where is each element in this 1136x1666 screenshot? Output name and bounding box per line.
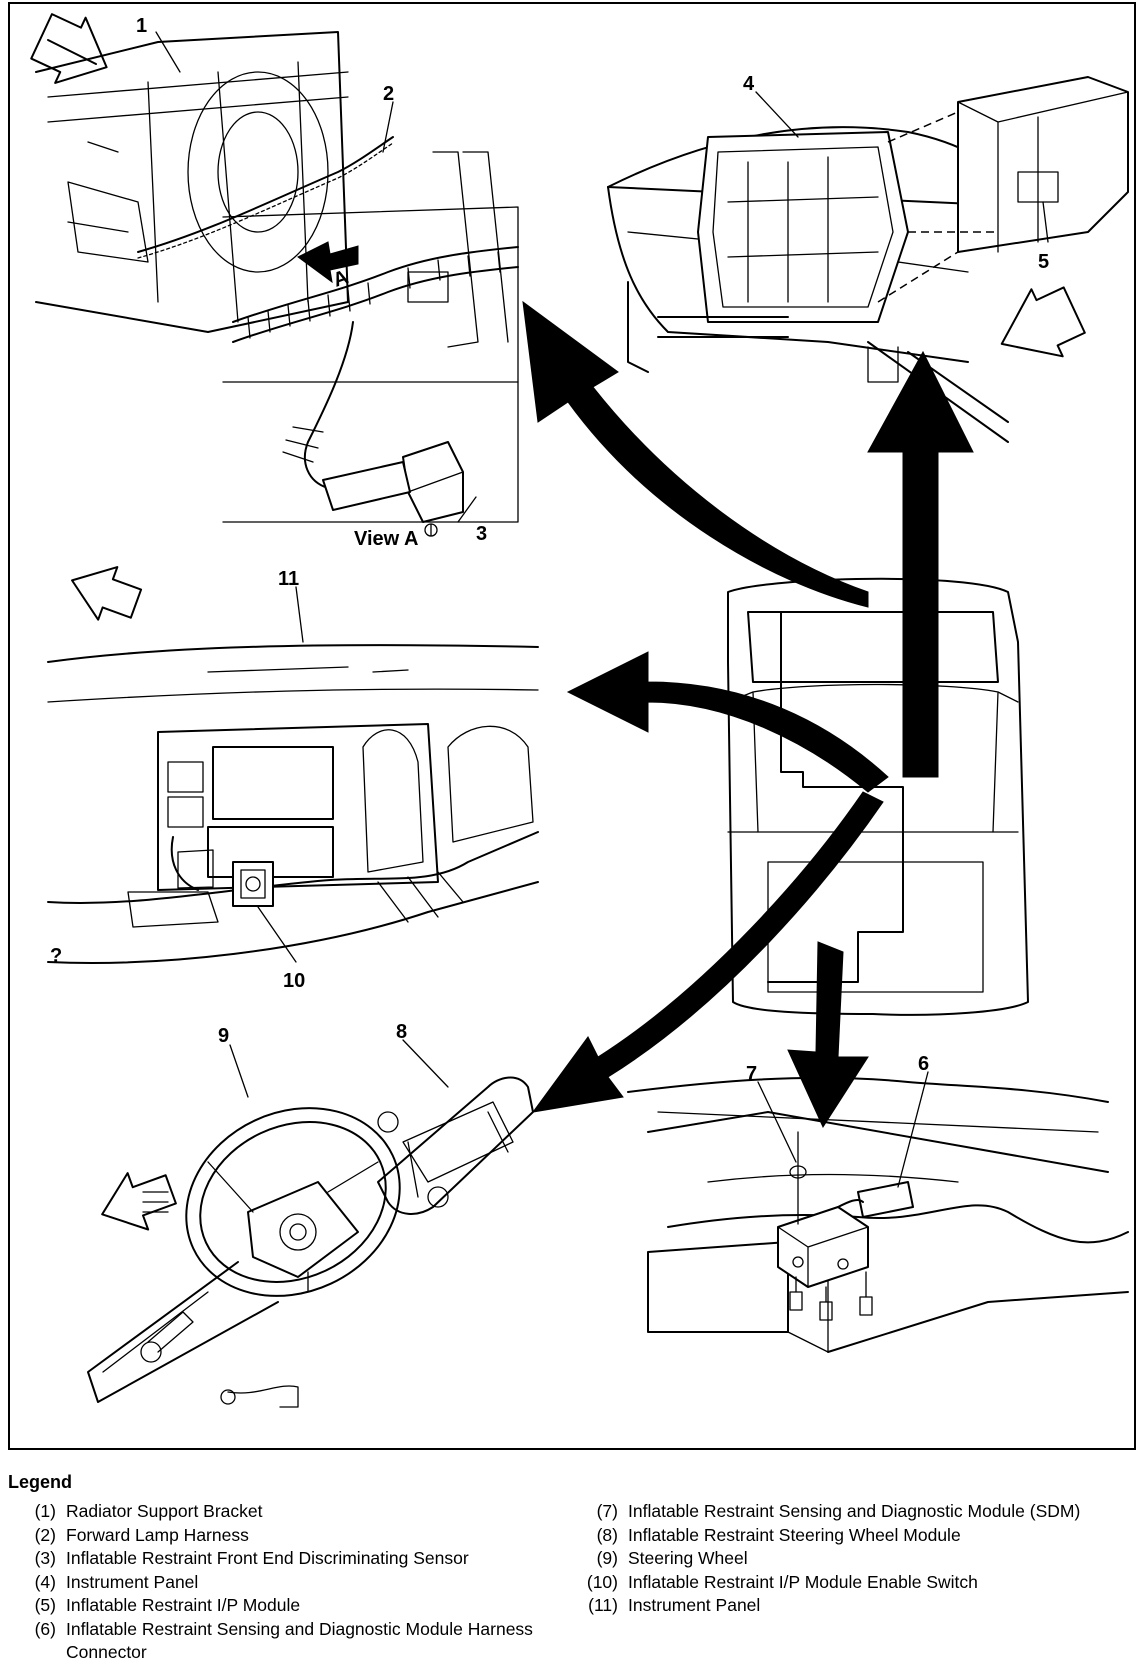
legend-item-number: (10) [586, 1571, 618, 1592]
legend-item-number: (4) [34, 1571, 56, 1592]
callout-9: 9 [218, 1025, 229, 1047]
legend-item: (3) Inflatable Restraint Front End Discri… [16, 1547, 576, 1571]
legend-item-text: Inflatable Restraint I/P Module Enable S… [628, 1571, 978, 1592]
ip-module-view: 4 5 [607, 73, 1129, 443]
legend-item: (9) Steering Wheel [578, 1547, 1128, 1571]
legend-item-number: (8) [596, 1524, 618, 1545]
callout-6: 6 [918, 1053, 929, 1075]
callout-10: 10 [283, 970, 305, 992]
legend-column-left: (1) Radiator Support Bracket (2) Forward L… [16, 1500, 576, 1665]
ip-enable-switch-view: 11 10 ? [47, 566, 539, 992]
view-a-direction-marker: A [297, 241, 359, 292]
legend-item-number: (3) [34, 1548, 56, 1568]
legend-item-number: (5) [34, 1595, 56, 1615]
legend-item: (10) Inflatable Restraint I/P Module Enab… [578, 1571, 1128, 1595]
callout-8: 8 [396, 1021, 407, 1043]
steering-wheel-view: 9 8 [87, 1021, 534, 1408]
location-arrows [522, 300, 974, 1129]
legend-item: (1) Radiator Support Bracket [16, 1500, 576, 1524]
legend-item-text: Inflatable Restraint Front End Discrimin… [66, 1548, 469, 1568]
legend-item-text: Inflatable Restraint I/P Module [66, 1595, 301, 1615]
legend-title: Legend [8, 1472, 73, 1492]
legend-item: (4) Instrument Panel [16, 1571, 576, 1595]
legend-item-number: (7) [596, 1501, 618, 1521]
callout-3: 3 [476, 523, 487, 545]
legend-item-number: (6) [34, 1618, 56, 1639]
callout-2: 2 [383, 83, 394, 105]
legend-item-number: (9) [596, 1548, 618, 1568]
view-a-label: View A [354, 528, 418, 550]
callout-7: 7 [746, 1063, 757, 1085]
legend-item: (2) Forward Lamp Harness [16, 1524, 576, 1548]
airbag-component-locator-figure: 1 2 A View A 3 [8, 2, 1136, 1454]
legend-item-number: (2) [34, 1524, 56, 1545]
view-marker-letter: A [330, 266, 351, 292]
legend-column-right: (7) Inflatable Restraint Sensing and Diag… [578, 1500, 1128, 1618]
legend-item-text: Radiator Support Bracket [66, 1501, 263, 1521]
legend-item-text: Instrument Panel [66, 1571, 199, 1592]
legend-item: (6) Inflatable Restraint Sensing and Diag… [16, 1618, 576, 1665]
front-end-sensor-view: 1 2 A View A 3 [30, 13, 519, 550]
callout-4: 4 [743, 73, 755, 95]
callout-5: 5 [1038, 251, 1049, 273]
legend-item-text: Forward Lamp Harness [66, 1524, 249, 1545]
legend-item: (5) Inflatable Restraint I/P Module [16, 1594, 576, 1618]
legend-item-text: Steering Wheel [628, 1548, 748, 1568]
forward-direction-arrow-icon [1000, 286, 1086, 358]
figure-border [8, 2, 1136, 1450]
legend-item-text: Inflatable Restraint Sensing and Diagnos… [66, 1618, 533, 1663]
legend-item: (7) Inflatable Restraint Sensing and Diag… [578, 1500, 1128, 1524]
corner-mark: ? [50, 945, 62, 967]
forward-direction-arrow-icon [71, 566, 143, 621]
legend-item-number: (1) [34, 1501, 56, 1521]
sdm-floor-view: 7 6 [627, 1053, 1129, 1353]
legend-item-text: Inflatable Restraint Sensing and Diagnos… [628, 1501, 1081, 1521]
legend-item: (8) Inflatable Restraint Steering Wheel M… [578, 1524, 1128, 1548]
legend-item: (11) Instrument Panel [578, 1594, 1128, 1618]
legend-item-text: Instrument Panel [628, 1595, 761, 1615]
callout-11: 11 [278, 568, 299, 590]
forward-direction-arrow-icon [101, 1172, 177, 1231]
legend-item-number: (11) [588, 1595, 618, 1615]
legend-item-text: Inflatable Restraint Steering Wheel Modu… [628, 1524, 961, 1545]
legend: Legend (1) Radiator Support Bracket (2) Fo… [8, 1472, 1128, 1662]
callout-1: 1 [136, 15, 147, 37]
